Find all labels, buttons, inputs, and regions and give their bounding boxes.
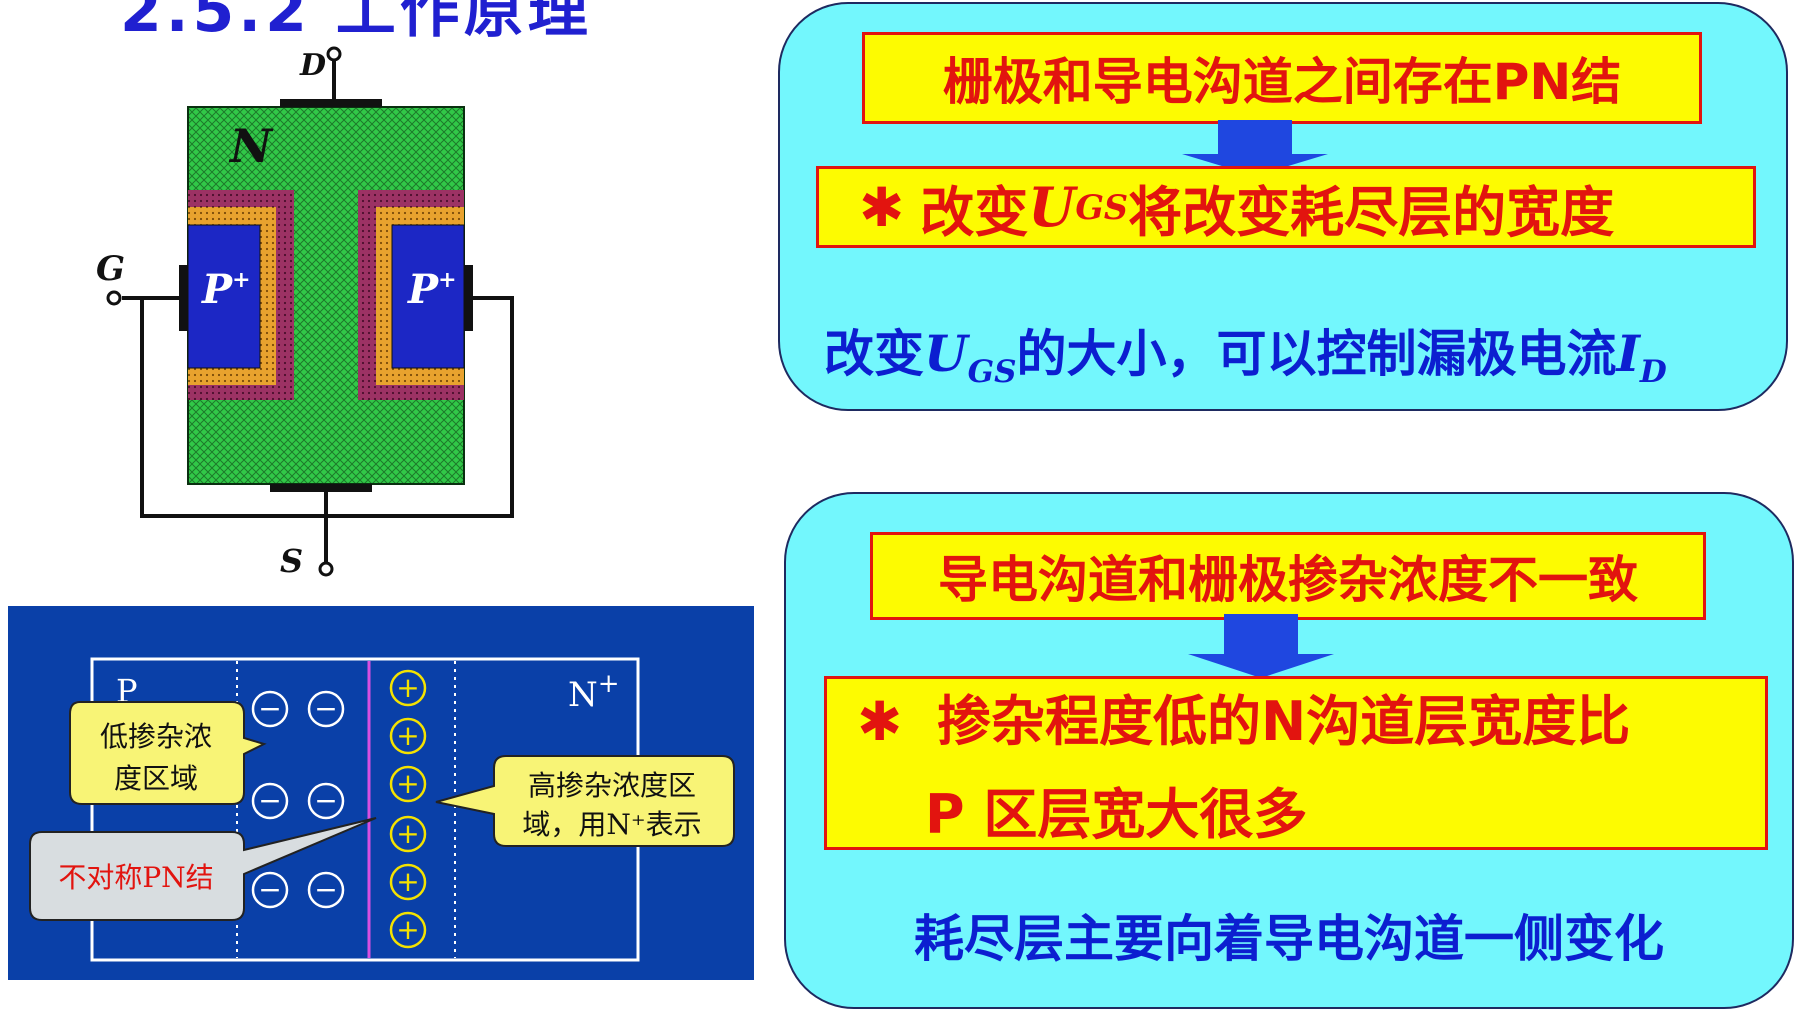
conclusion1-mid: 的大小，可以控制漏极电流	[1016, 325, 1617, 383]
conclusion-depletion-side: 耗尽层主要向着导电沟道一侧变化	[914, 910, 1664, 968]
callout-low-doping	[69, 701, 267, 805]
positive-ion: +	[396, 817, 419, 850]
conclusion1-pre: 改变	[824, 325, 924, 383]
negative-ion: −	[258, 692, 281, 725]
positive-ion: +	[396, 719, 419, 752]
positive-ion: +	[396, 913, 419, 946]
star-icon-2: ✱	[857, 690, 903, 753]
negative-ion-circle	[251, 871, 289, 909]
gate-wiring	[140, 296, 514, 518]
star-icon: ✱	[859, 175, 905, 239]
box2-sub: GS	[1075, 187, 1129, 227]
box-doping-mismatch: 导电沟道和栅极掺杂浓度不一致	[870, 532, 1706, 620]
conclusion1-var: U	[924, 324, 968, 383]
negative-ion: −	[258, 784, 281, 817]
positive-ion-circle	[389, 863, 427, 901]
positive-ion-circle	[389, 669, 427, 707]
n-side-label: N+	[568, 669, 620, 715]
drain-contact	[280, 99, 382, 107]
gate-label: G	[96, 249, 125, 289]
negative-ion: −	[314, 784, 337, 817]
gate-terminal	[106, 290, 122, 306]
box2-line1-text: 掺杂程度低的N沟道层宽度比	[937, 690, 1631, 753]
positive-ion-circle	[389, 717, 427, 755]
n-region-label: N	[228, 119, 274, 173]
callout-high-doping	[435, 755, 735, 847]
box-n-channel-wider: ✱ 掺杂程度低的N沟道层宽度比 P 区层宽大很多	[824, 676, 1768, 850]
callout-low-line1: 低掺杂浓	[100, 720, 212, 753]
negative-ion-circle	[307, 871, 345, 909]
callout-asymmetric-pn	[29, 817, 377, 921]
box2-line1: ✱ 掺杂程度低的N沟道层宽度比	[857, 677, 1630, 756]
panel-doping-asymmetry: 导电沟道和栅极掺杂浓度不一致 ✱ 掺杂程度低的N沟道层宽度比 P 区层宽大很多 …	[784, 492, 1794, 1009]
negative-ion-circle	[251, 690, 289, 728]
arrow-down-2	[1188, 614, 1334, 678]
right-p-region	[391, 224, 465, 369]
p-side-label: P	[116, 672, 138, 710]
drain-label: D	[299, 48, 326, 83]
negative-ion-circle	[251, 782, 289, 820]
left-gate-contact	[179, 265, 188, 331]
callout-high-line2: 域，用N⁺表示	[522, 808, 701, 841]
box2-text-post: 将改变耗尽层的宽度	[1128, 180, 1615, 244]
left-p-region	[187, 224, 261, 369]
conclusion1-sub2: D	[1639, 353, 1667, 390]
source-label: S	[280, 542, 303, 580]
positive-ion: +	[396, 865, 419, 898]
box2-var: U	[1028, 175, 1076, 239]
right-gate-contact	[464, 265, 473, 331]
negative-ions: −−−−−−	[251, 690, 345, 909]
negative-ion: −	[258, 873, 281, 906]
asymmetric-pn-junction-diagram: P N+ −−−−−− ++++++ 低掺杂浓 度区域 高掺杂浓度区 域，用N⁺…	[8, 606, 754, 980]
positive-ion: +	[396, 671, 419, 704]
negative-ion: −	[314, 692, 337, 725]
source-terminal	[318, 561, 334, 577]
positive-ion-circle	[389, 911, 427, 949]
box2-text-pre: 改变	[920, 180, 1029, 244]
conclusion1-sub: GS	[967, 353, 1017, 390]
box-gate-channel-pn: 栅极和导电沟道之间存在PN结	[862, 32, 1702, 124]
page-title: 2.5.2 工作原理	[120, 0, 592, 46]
negative-ion-circle	[307, 782, 345, 820]
conclusion1-var2: I	[1616, 324, 1640, 383]
box2-line2-text: P 区层宽大很多	[925, 783, 1308, 846]
positive-ions: + + + + + +	[389, 669, 427, 949]
callout-high-line1: 高掺杂浓度区	[528, 769, 696, 802]
positive-ion-circle	[389, 765, 427, 803]
positive-ion: +	[396, 767, 419, 800]
jfet-structure-diagram: D G S N P+ P+	[96, 46, 514, 580]
conclusion-ugs-controls-id: 改变UGS的大小，可以控制漏极电流ID	[824, 314, 1667, 390]
negative-ion-circle	[307, 690, 345, 728]
arrow-down-1	[1182, 120, 1328, 176]
source-contact	[270, 484, 372, 492]
left-p-label: P+	[201, 266, 251, 313]
negative-ion: −	[314, 873, 337, 906]
positive-ion-circle	[389, 815, 427, 853]
drain-terminal	[326, 46, 342, 62]
callout-low-line2: 度区域	[114, 762, 198, 795]
right-p-label: P+	[407, 266, 457, 313]
callout-asym-text: 不对称PN结	[58, 861, 213, 894]
